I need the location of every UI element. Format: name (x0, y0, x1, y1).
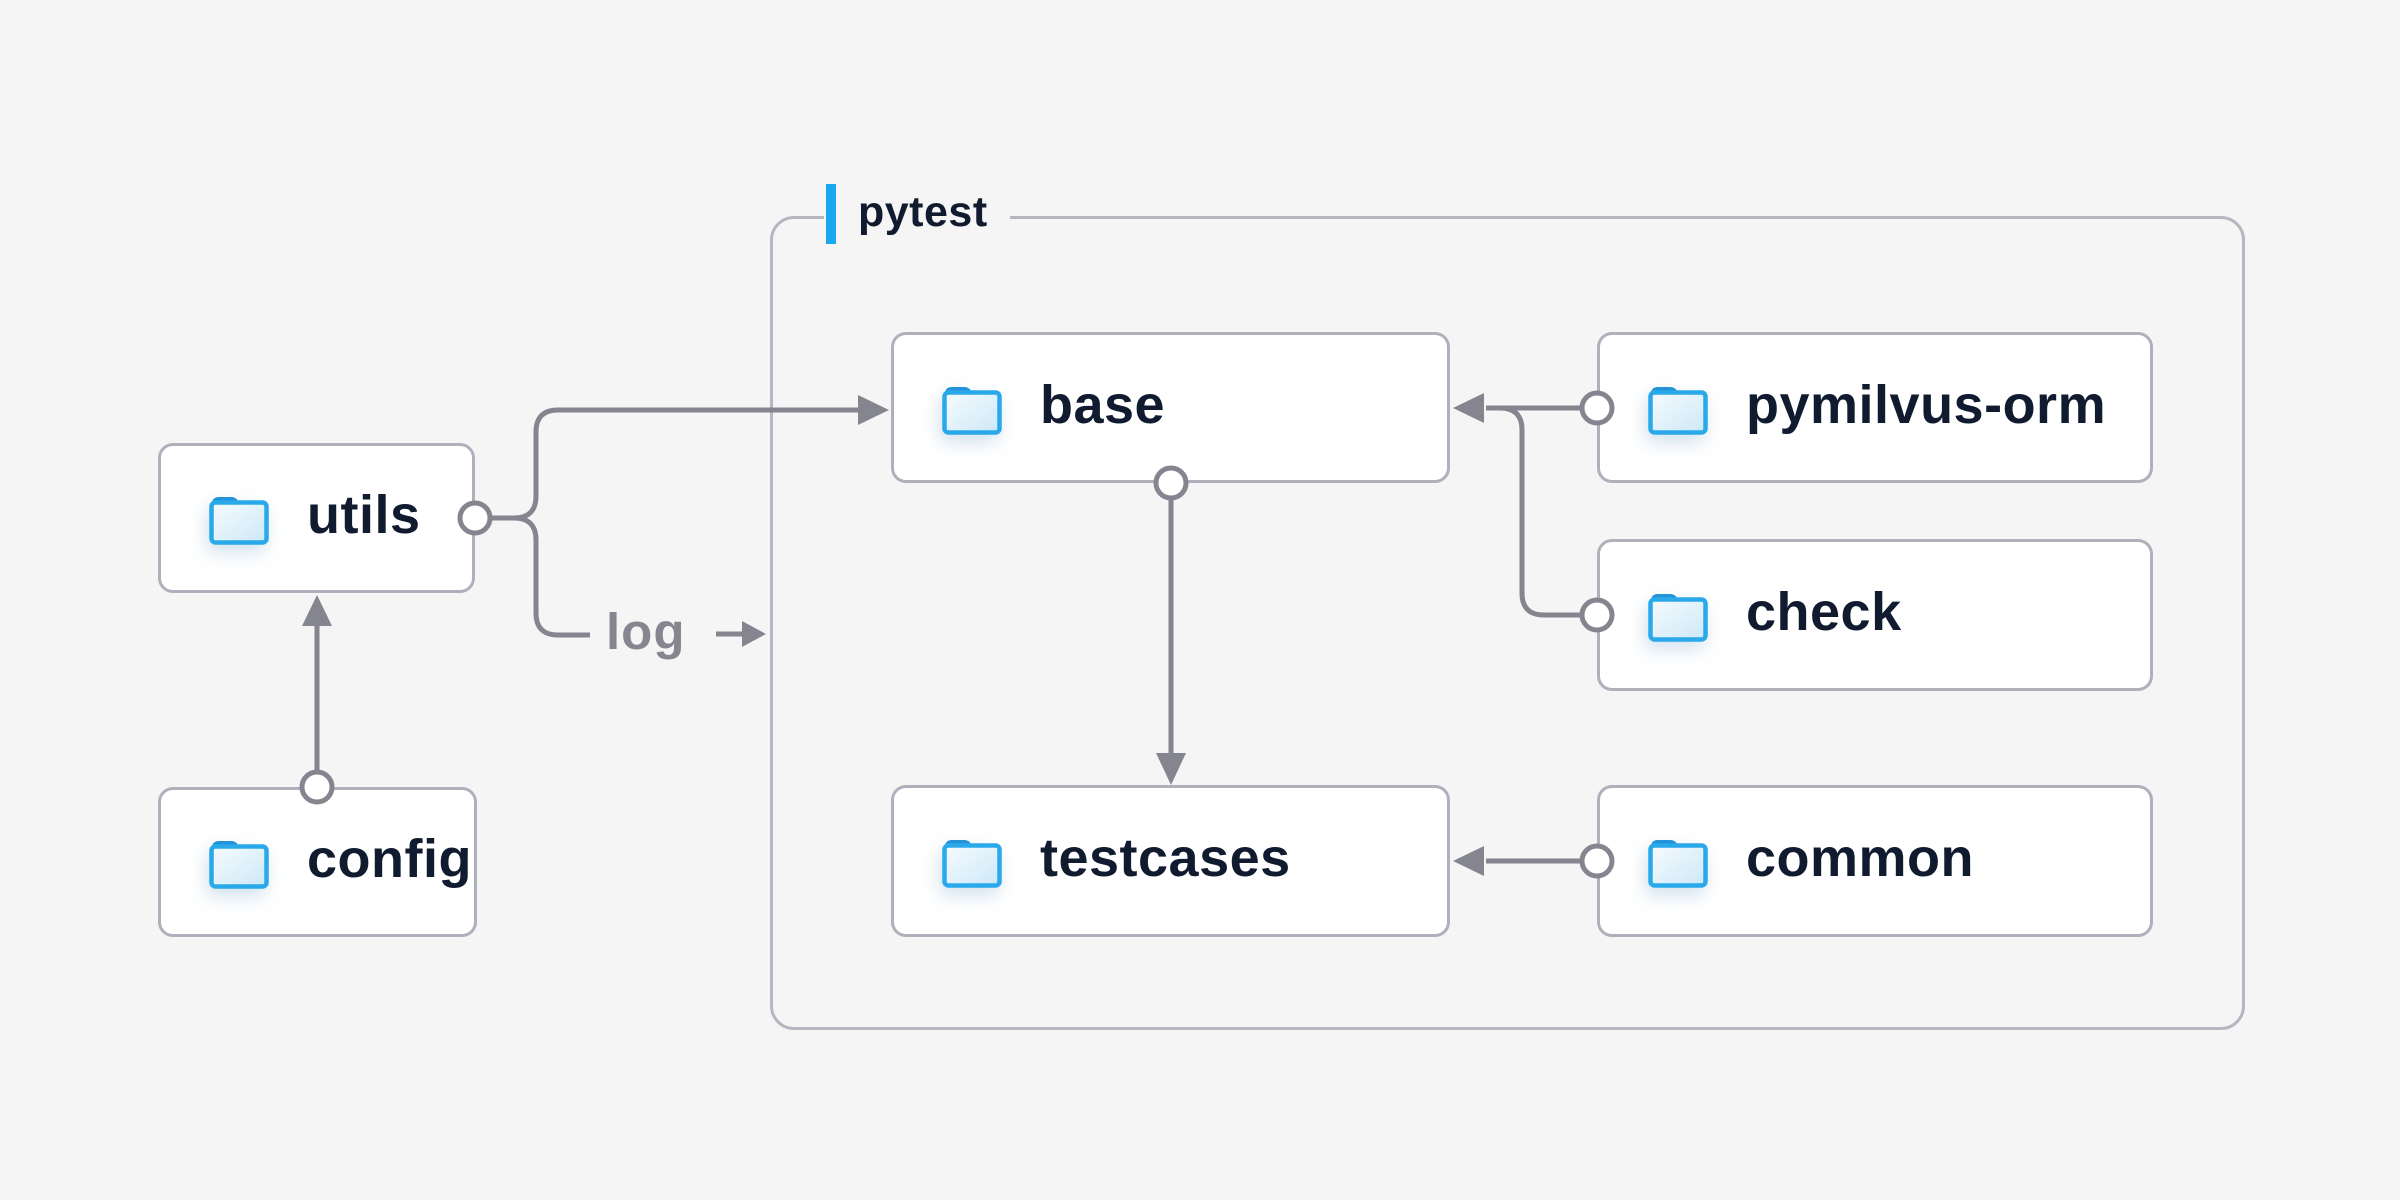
folder-icon (1648, 840, 1708, 888)
pytest-group-label: pytest (824, 183, 1010, 245)
node-label: config (307, 829, 472, 889)
node-check: check (1597, 539, 2153, 691)
arrowhead-log (742, 621, 766, 647)
node-utils: utils (158, 443, 475, 593)
node-label: pymilvus-orm (1746, 374, 2107, 435)
node-config: config (158, 787, 477, 937)
folder-icon (1648, 386, 1708, 435)
node-label: utils (307, 485, 421, 545)
node-label: common (1746, 828, 1975, 888)
arrowhead-into-utils (302, 595, 332, 626)
edge-utils-log (491, 515, 590, 638)
node-pymilvus-orm: pymilvus-orm (1597, 332, 2153, 483)
node-base: base (891, 332, 1450, 483)
group-title: pytest (858, 187, 988, 236)
accent-bar (826, 184, 836, 244)
folder-icon (942, 840, 1002, 888)
edge-label-log: log (606, 603, 686, 660)
node-label: testcases (1040, 828, 1291, 888)
node-common: common (1597, 785, 2153, 937)
node-testcases: testcases (891, 785, 1450, 937)
folder-icon (942, 386, 1002, 435)
pytest-group-outline (770, 216, 2245, 1030)
node-label: base (1040, 374, 1166, 435)
node-label: check (1746, 582, 1902, 642)
folder-icon (1648, 594, 1708, 642)
folder-icon (209, 497, 269, 545)
folder-icon (209, 841, 269, 889)
